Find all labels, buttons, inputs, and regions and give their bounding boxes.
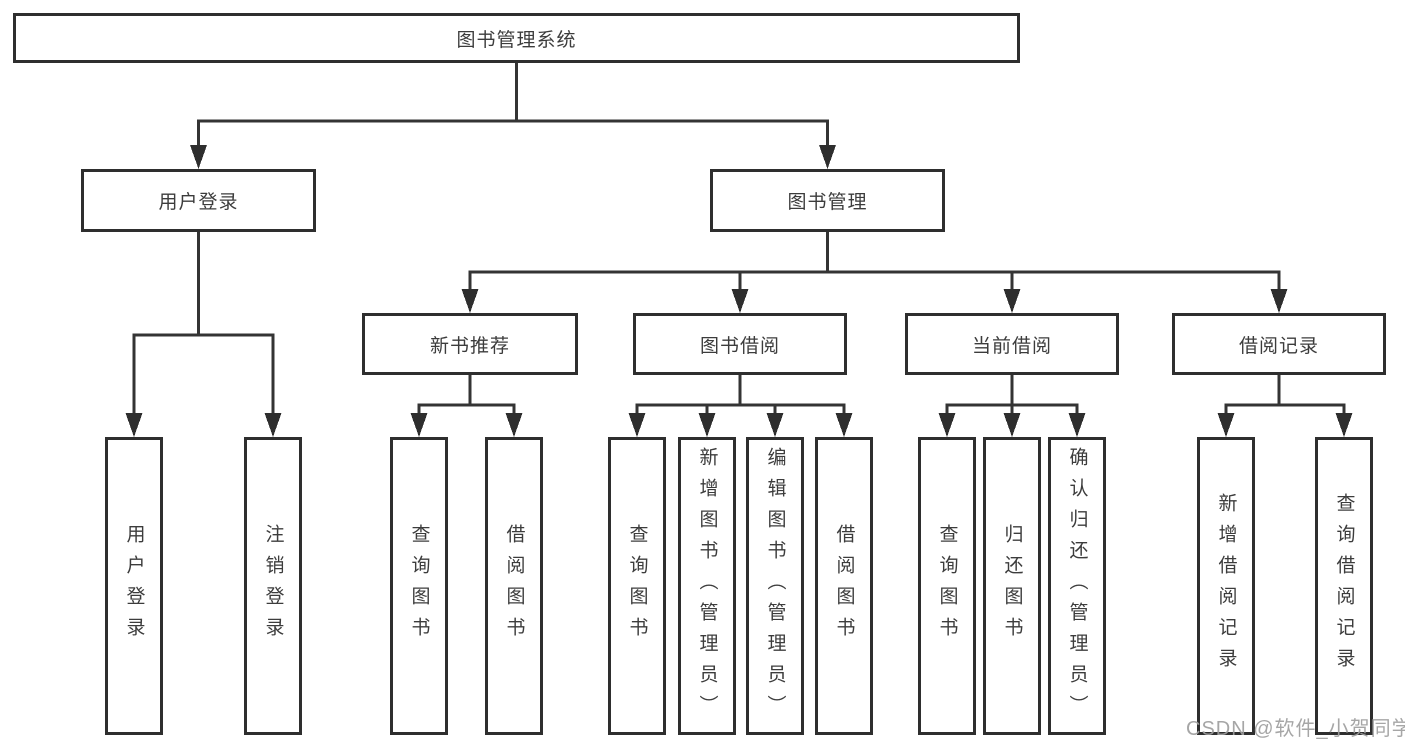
node-label: 查询借阅记录 [1333, 493, 1355, 679]
node-label: 确认归还（管理员） [1066, 446, 1088, 726]
csdn-watermark: CSDN @软件_小贺同学 [1186, 718, 1405, 740]
node-label: 图书管理 [787, 192, 868, 213]
node-label: 查询图书 [626, 524, 648, 648]
node-label: 用户登录 [158, 192, 239, 213]
leaf-borrow-books-borrowing: 借阅图书 [815, 437, 873, 735]
node-label: 借阅图书 [833, 524, 855, 648]
node-label: 新书推荐 [429, 335, 510, 357]
node-label: 新增图书（管理员） [696, 446, 718, 726]
node-label: 新增借阅记录 [1215, 493, 1237, 679]
node-library-management-system: 图书管理系统 [13, 13, 1020, 63]
node-label: 图书借阅 [699, 335, 780, 357]
node-borrowing-records: 借阅记录 [1172, 313, 1386, 375]
leaf-query-books-borrowing: 查询图书 [608, 437, 666, 735]
node-user-login: 用户登录 [81, 169, 316, 232]
node-label: 当前借阅 [971, 335, 1052, 357]
leaf-user-login: 用户登录 [105, 437, 163, 735]
leaf-return-book: 归还图书 [983, 437, 1041, 735]
node-label: 借阅记录 [1238, 335, 1319, 357]
leaf-edit-book-admin: 编辑图书（管理员） [746, 437, 804, 735]
leaf-query-books-recommend: 查询图书 [390, 437, 448, 735]
node-label: 归还图书 [1001, 524, 1023, 648]
node-book-management: 图书管理 [710, 169, 945, 232]
node-label: 图书管理系统 [456, 29, 577, 51]
node-book-borrowing: 图书借阅 [633, 313, 847, 375]
node-label: 用户登录 [123, 524, 145, 648]
leaf-query-books-current: 查询图书 [918, 437, 976, 735]
node-label: 借阅图书 [503, 524, 525, 648]
leaf-confirm-return-admin: 确认归还（管理员） [1048, 437, 1106, 735]
node-current-borrowing: 当前借阅 [905, 313, 1119, 375]
leaf-add-book-admin: 新增图书（管理员） [678, 437, 736, 735]
leaf-borrow-books-recommend: 借阅图书 [485, 437, 543, 735]
node-label: 注销登录 [262, 524, 284, 648]
leaf-query-borrow-record: 查询借阅记录 [1315, 437, 1373, 735]
leaf-add-borrow-record: 新增借阅记录 [1197, 437, 1255, 735]
node-label: 查询图书 [936, 524, 958, 648]
leaf-logout: 注销登录 [244, 437, 302, 735]
node-label: 查询图书 [408, 524, 430, 648]
node-new-book-recommendation: 新书推荐 [362, 313, 578, 375]
node-label: 编辑图书（管理员） [764, 446, 786, 726]
